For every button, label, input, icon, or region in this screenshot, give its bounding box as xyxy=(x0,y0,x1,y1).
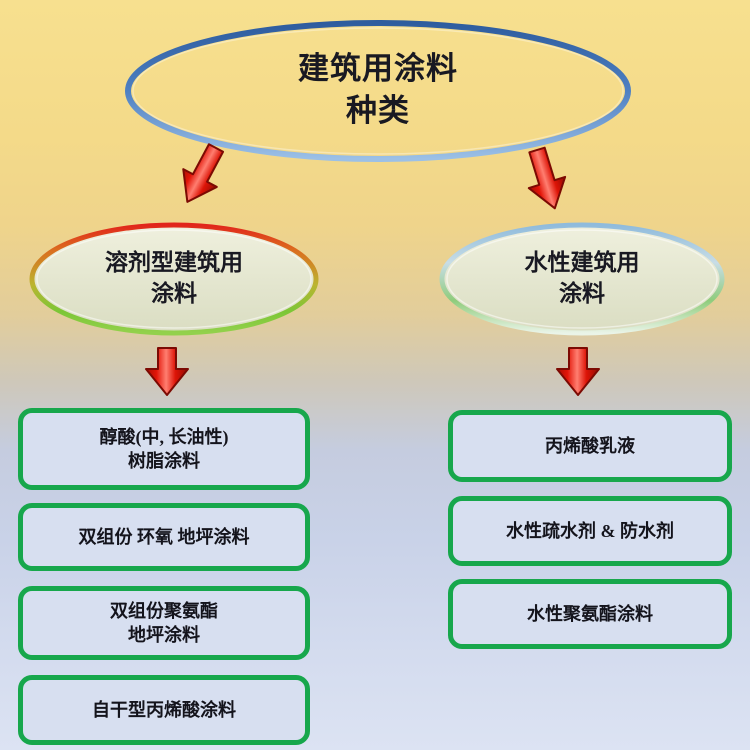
branch-water-ellipse xyxy=(439,222,725,336)
leaf-box-epoxy-floor: 双组份 环氧 地坪涂料 xyxy=(18,503,310,571)
leaf-box-polyurethane-floor: 双组份聚氨酯 地坪涂料 xyxy=(18,586,310,660)
arrow-root-to-water-icon xyxy=(527,146,567,210)
branch-solvent-ellipse-highlight xyxy=(36,229,312,329)
leaf-box-label: 水性聚氨酯涂料 xyxy=(527,603,653,624)
leaf-box-label: 双组份聚氨酯 地坪涂料 xyxy=(110,600,218,645)
leaf-box-hydrophobic-waterproof: 水性疏水剂 & 防水剂 xyxy=(448,496,732,566)
root-node-ellipse xyxy=(125,20,631,162)
leaf-box-label: 双组份 环氧 地坪涂料 xyxy=(78,526,250,547)
arrow-water-to-items-icon xyxy=(556,347,600,396)
leaf-box-waterborne-polyurethane: 水性聚氨酯涂料 xyxy=(448,579,732,649)
leaf-box-label: 自干型丙烯酸涂料 xyxy=(92,699,236,720)
leaf-box-air-dry-acrylic: 自干型丙烯酸涂料 xyxy=(18,675,310,745)
leaf-box-label: 水性疏水剂 & 防水剂 xyxy=(506,520,674,541)
branch-solvent-ellipse xyxy=(29,222,319,336)
leaf-box-label: 丙烯酸乳液 xyxy=(545,435,635,456)
root-node-ellipse-highlight xyxy=(132,27,624,155)
branch-water-ellipse-highlight xyxy=(446,229,718,329)
arrow-solvent-to-items-icon xyxy=(145,347,189,396)
arrow-root-to-solvent-icon xyxy=(182,143,225,203)
leaf-box-alkyd-resin: 醇酸(中, 长油性) 树脂涂料 xyxy=(18,408,310,490)
leaf-box-label: 醇酸(中, 长油性) 树脂涂料 xyxy=(99,426,229,471)
leaf-box-acrylic-emulsion: 丙烯酸乳液 xyxy=(448,410,732,482)
